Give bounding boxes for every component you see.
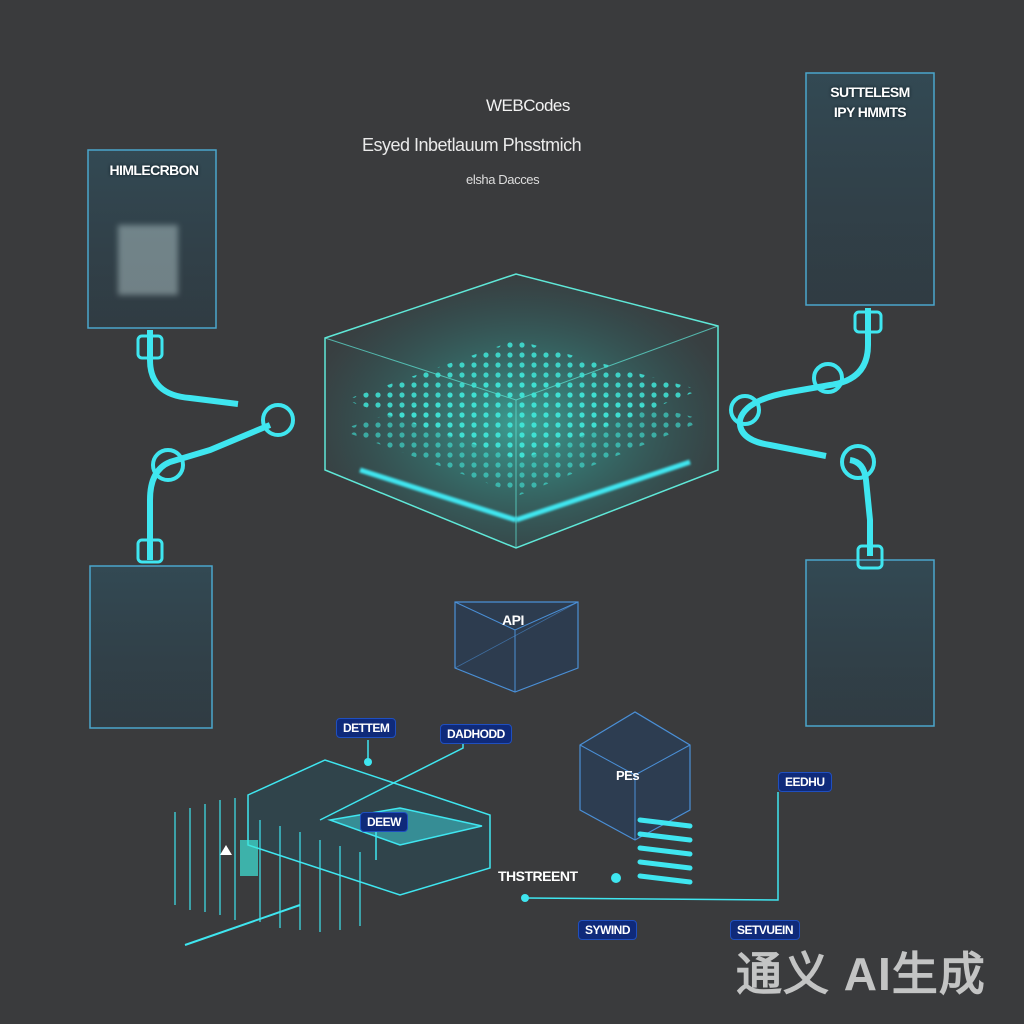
- header-title: WEBCodes: [486, 96, 570, 116]
- pe-cube: [580, 712, 690, 882]
- header-caption: elsha Dacces: [466, 172, 539, 187]
- server-bottom-left: [90, 405, 293, 728]
- pe-label: PEs: [616, 768, 639, 783]
- label-thstreent: THSTREENT: [498, 868, 578, 884]
- storage-tray: [175, 760, 490, 945]
- cable-top-right: [740, 308, 868, 456]
- api-label: API: [502, 612, 524, 628]
- tag-sywind: SYWIND: [578, 920, 637, 940]
- tag-deew: DEEW: [360, 812, 408, 832]
- watermark: 通义 AI生成: [736, 938, 986, 1004]
- tag-setvuein: SETVUEIN: [730, 920, 800, 940]
- server-top-left: [88, 150, 238, 404]
- server-top-right-label-line2: IPY HMMTS: [812, 104, 928, 120]
- server-top-left-label: HIMLECRBON: [98, 162, 210, 178]
- cable-bottom-left: [150, 425, 270, 560]
- header-subtitle: Esyed Inbetlauum Phsstmich: [362, 135, 581, 156]
- tag-eedhu: EEDHU: [778, 772, 832, 792]
- central-processing-box: [325, 274, 718, 548]
- server-bottom-right: [806, 446, 934, 726]
- server-top-right-label-line1: SUTTELESM: [812, 84, 928, 100]
- server-top-right: [731, 73, 934, 456]
- tag-dettem: DETTEM: [336, 718, 396, 738]
- tag-dadhodd: DADHODD: [440, 724, 512, 744]
- coil-left-entry: [263, 405, 293, 435]
